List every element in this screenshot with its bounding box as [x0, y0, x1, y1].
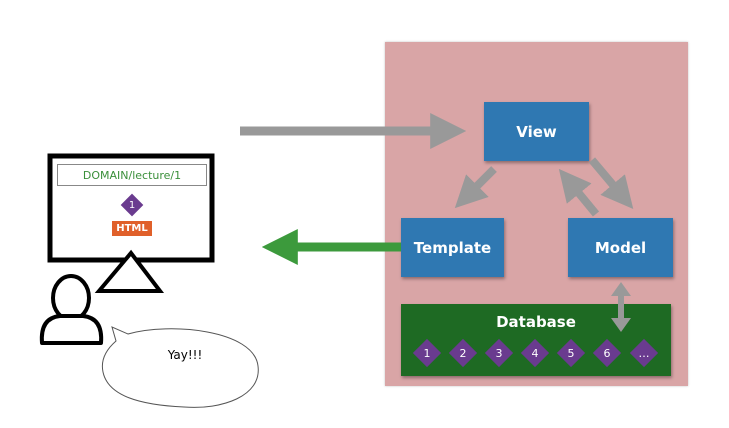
- model-label: Model: [594, 238, 647, 257]
- record-diamond: 2: [448, 338, 478, 368]
- template-label: Template: [413, 238, 492, 257]
- model-to-view-arrow: [558, 168, 600, 217]
- record-diamond: 6: [592, 338, 622, 368]
- record-diamond: …: [629, 338, 659, 368]
- record-number: …: [638, 346, 650, 360]
- speech-text: Yay!!!: [167, 348, 203, 362]
- view-to-model-arrow: [588, 157, 634, 210]
- record-diamond: 5: [556, 338, 586, 368]
- record-number: 1: [423, 346, 431, 360]
- record-number: 4: [531, 346, 539, 360]
- view-label: View: [516, 122, 557, 141]
- record-diamond: 1: [412, 338, 442, 368]
- record-number: 5: [567, 346, 575, 360]
- database-label: Database: [496, 313, 576, 331]
- url-text: DOMAIN/lecture/1: [82, 168, 182, 182]
- page-diamond: 1: [120, 193, 144, 217]
- view-to-template-arrow: [454, 166, 497, 209]
- template-box: Template: [401, 218, 504, 277]
- record-diamond: 3: [484, 338, 514, 368]
- monitor-stand: [94, 249, 165, 293]
- url-bar: DOMAIN/lecture/1: [57, 164, 207, 186]
- page-number: 1: [128, 199, 136, 211]
- model-box: Model: [568, 218, 673, 277]
- html-label: HTML: [112, 221, 152, 236]
- view-box: View: [484, 102, 589, 161]
- record-number: 3: [495, 346, 503, 360]
- speech-bubble: [101, 326, 259, 408]
- record-number: 6: [603, 346, 611, 360]
- record-diamond: 4: [520, 338, 550, 368]
- html-page-badge: 1 HTML: [112, 192, 152, 240]
- user-icon: [39, 274, 104, 345]
- record-number: 2: [459, 346, 467, 360]
